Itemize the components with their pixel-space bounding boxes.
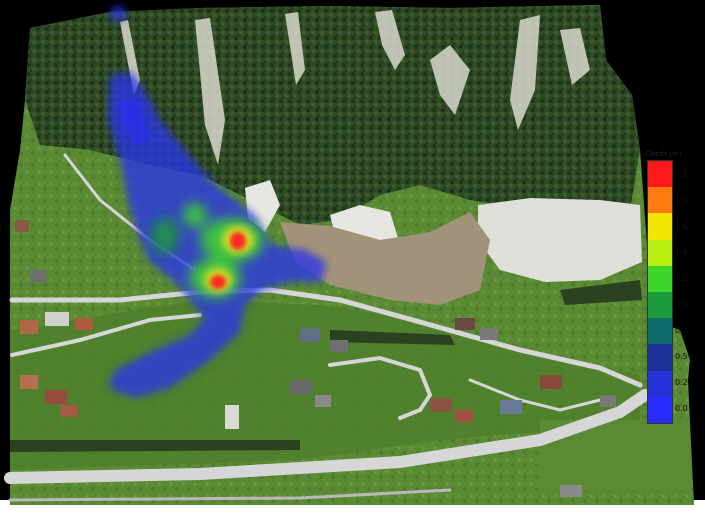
- legend-swatch: [648, 396, 672, 424]
- legend-swatch: [648, 239, 672, 266]
- legend-swatch: [648, 213, 672, 240]
- legend-label: 1.2: [675, 274, 688, 283]
- legend-label: 0.5: [675, 352, 688, 361]
- sediment-fan: [280, 212, 490, 305]
- legend-label: 1.6: [675, 222, 688, 231]
- legend-label: 0.9: [675, 300, 688, 309]
- legend-label: 0.0: [675, 404, 688, 413]
- legend-swatch: [648, 370, 672, 397]
- legend-swatch: [648, 265, 672, 293]
- legend-label: 0.2: [675, 378, 688, 387]
- legend-swatch: [648, 344, 672, 371]
- road-loop: [328, 355, 433, 420]
- legend-label: 1.9: [675, 196, 688, 205]
- legend-swatch: [648, 161, 672, 188]
- road-bottom: [8, 488, 452, 502]
- debris-deposit-right: [478, 198, 642, 282]
- road-lower: [10, 313, 202, 357]
- houses: [15, 220, 616, 497]
- rock-streaks: [120, 10, 590, 165]
- legend-swatch: [648, 292, 672, 319]
- highway: [4, 389, 651, 484]
- flow-zone-channel: [118, 100, 150, 145]
- legend-colorbar: [647, 160, 673, 424]
- legend-swatch: [648, 187, 672, 214]
- legend-title: Depth (m): [646, 150, 682, 158]
- flow-zone-max: [210, 232, 246, 289]
- tree-rows: [10, 280, 642, 452]
- legend-label: 0.7: [675, 326, 688, 335]
- road-main: [9, 287, 643, 388]
- roads: [4, 153, 651, 502]
- meadow-lower: [10, 300, 640, 470]
- road-east: [468, 378, 602, 412]
- legend-swatch: [648, 318, 672, 345]
- depth-legend: Depth (m) 2.1 1.9 1.6 1.4 1.2 0.9 0.7 0.…: [646, 150, 705, 430]
- flow-depth-overlay: [108, 6, 326, 398]
- legend-label: 2.1: [675, 170, 688, 179]
- legend-label: 1.4: [675, 248, 688, 257]
